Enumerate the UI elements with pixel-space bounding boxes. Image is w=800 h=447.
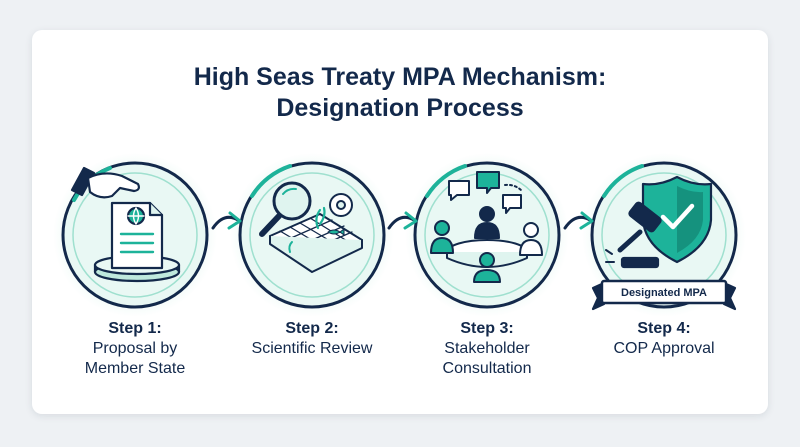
step-2-number: Step 2:: [285, 320, 339, 337]
document-hand-icon: [70, 166, 181, 283]
step-4-number: Step 4:: [637, 320, 691, 337]
step-1-desc-line-2: Member State: [84, 360, 186, 377]
title-line-1: High Seas Treaty MPA Mechanism:: [193, 63, 607, 91]
step-3-desc-line-1: Stakeholder: [444, 340, 530, 357]
step-2-desc-line-1: Scientific Review: [251, 340, 373, 357]
step-4-desc-line-1: COP Approval: [613, 340, 715, 357]
gavel-shield-icon: [591, 175, 737, 311]
banner-label: Designated MPA: [621, 287, 707, 299]
magnifier-map-icon: [259, 181, 363, 273]
title-line-2: Designation Process: [276, 94, 524, 122]
arrow-right-icon: [563, 211, 594, 230]
step-2-label: Step 2: Scientific Review: [222, 319, 402, 359]
step-3-desc-line-2: Consultation: [442, 360, 532, 377]
step-4-label: Step 4: COP Approval: [574, 319, 754, 359]
people-chat-icon: [430, 171, 543, 283]
step-3-number: Step 3:: [460, 320, 514, 337]
step-1-number: Step 1:: [108, 320, 162, 337]
arrow-right-icon: [211, 211, 242, 230]
page-title: High Seas Treaty MPA Mechanism: Designat…: [0, 62, 800, 124]
step-3-label: Step 3: Stakeholder Consultation: [397, 319, 577, 379]
arrow-right-icon: [387, 211, 418, 230]
step-1-label: Step 1: Proposal by Member State: [45, 319, 225, 379]
step-1-desc-line-1: Proposal by: [92, 340, 178, 357]
